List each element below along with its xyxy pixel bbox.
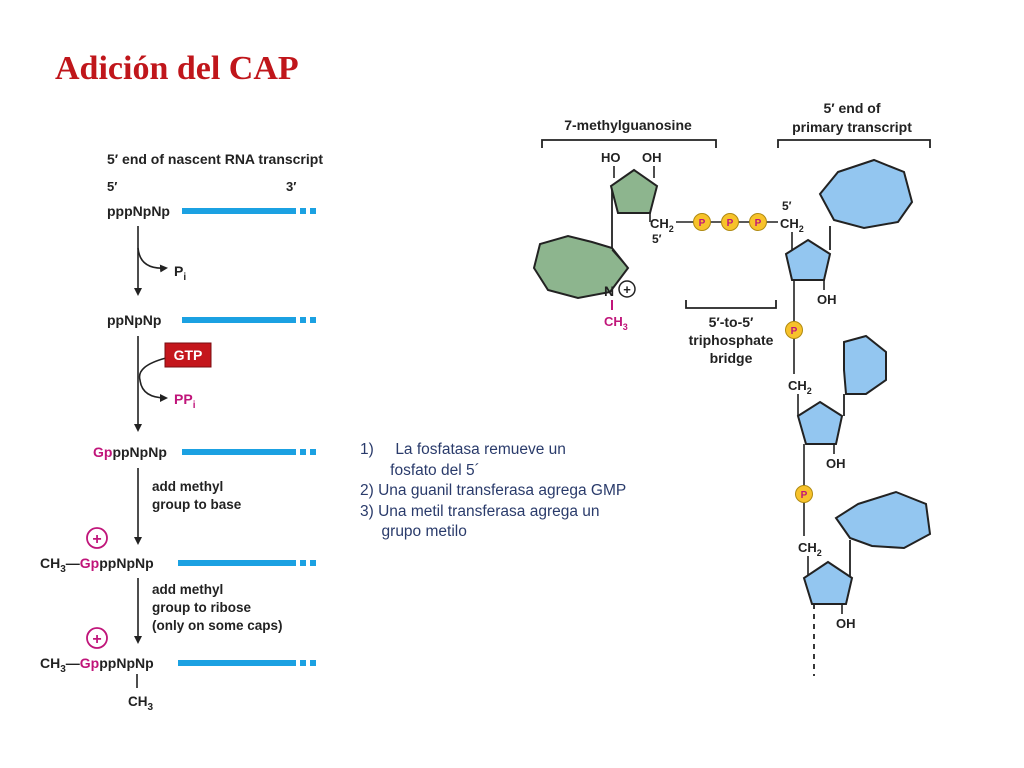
strand-pp: ppNpNp [107, 312, 161, 328]
guanine-base-ring [532, 234, 630, 300]
rna-strand-4 [178, 560, 316, 566]
ch3-methyl: CH3 [604, 314, 628, 332]
nucleotide-3-base-ring [834, 490, 932, 550]
arrow-add-gmp [134, 336, 168, 432]
svg-text:triphosphate: triphosphate [689, 332, 774, 348]
ch2-right: CH2 [780, 216, 804, 234]
rna-strand-5 [178, 660, 316, 666]
label-3prime: 3′ [286, 179, 296, 194]
pi-label: Pi [174, 263, 186, 283]
nucleotide-1-base-ring [818, 158, 914, 230]
nucleotide-1-ribose-ring [784, 238, 832, 281]
right-cap-structure: 7-methylguanosine 5′ end of primary tran… [532, 100, 932, 676]
bracket-triphosphate-bridge: 5′-to-5′ triphosphate bridge [685, 300, 777, 366]
oh-3: OH [836, 616, 856, 631]
n-label: N [604, 283, 614, 299]
step-methyl-ribose-3: (only on some caps) [152, 618, 283, 633]
svg-text:5′-to-5′: 5′-to-5′ [709, 314, 754, 330]
strand-gpp: GpppNpNp [93, 444, 167, 460]
oh-1: OH [817, 292, 837, 307]
gtp-label: GTP [174, 347, 203, 363]
oh-top-label: OH [642, 150, 662, 165]
svg-text:primary transcript: primary transcript [792, 119, 912, 135]
rna-strand-1 [182, 208, 316, 214]
svg-text:5′ end of: 5′ end of [823, 100, 880, 116]
svg-text:7-methylguanosine: 7-methylguanosine [564, 117, 692, 133]
positive-charge-1: + [86, 527, 108, 549]
rna-strand-3 [182, 449, 316, 455]
rna-strand-2 [182, 317, 316, 323]
step-methyl-ribose-1: add methyl [152, 582, 223, 597]
step-methyl-ribose-2: group to ribose [152, 600, 251, 615]
five-prime-right: 5′ [782, 199, 792, 213]
ch2-3: CH2 [798, 540, 822, 558]
step-1-cont: fosfato del 5´ [360, 461, 480, 479]
step-3: 3) Una metil transferasa agrega un [360, 502, 600, 520]
phosphate-backbone-1: P [785, 321, 803, 339]
svg-text:P: P [727, 218, 734, 229]
oh-2: OH [826, 456, 846, 471]
guanosine-ribose-ring [609, 168, 659, 214]
bracket-methylguanosine: 7-methylguanosine [541, 117, 717, 148]
svg-text:+: + [623, 282, 631, 297]
ch2-2: CH2 [788, 378, 812, 396]
phosphate-3: P [749, 213, 767, 231]
ho-label: HO [601, 150, 621, 165]
ch2-left: CH2 [650, 216, 674, 234]
bracket-primary-transcript: 5′ end of primary transcript [777, 100, 931, 148]
step-3-cont: grupo metilo [360, 523, 467, 540]
strand-ch3-gpp-2: CH3—GpppNpNp [40, 655, 154, 675]
phosphate-2: P [721, 213, 739, 231]
svg-text:P: P [755, 218, 762, 229]
positive-charge-2: + [86, 627, 108, 649]
gtp-badge: GTP [164, 342, 212, 368]
step-methyl-base-2: group to base [152, 497, 242, 512]
phosphate-backbone-2: P [795, 485, 813, 503]
ppi-label: PPi [174, 391, 196, 411]
strand-ch3-gpp: CH3—GpppNpNp [40, 555, 154, 575]
strand-ppp: pppNpNp [107, 203, 170, 219]
nucleotide-2-base-ring [843, 334, 887, 395]
step-1: 1) La fosfatasa remueve un [360, 441, 566, 458]
svg-text:P: P [699, 218, 706, 229]
steps-list: 1) La fosfatasa remueve un fosfato del 5… [360, 440, 626, 543]
step-methyl-base-1: add methyl [152, 479, 223, 494]
svg-text:+: + [92, 531, 101, 548]
label-5prime: 5′ [107, 179, 117, 194]
nascent-rna-header: 5′ end of nascent RNA transcript [107, 151, 323, 167]
svg-text:bridge: bridge [710, 350, 753, 366]
svg-text:P: P [801, 490, 808, 501]
slide-title: Adición del CAP [55, 50, 299, 87]
n-positive-charge: + [618, 280, 636, 298]
nucleotide-2-ribose-ring [796, 400, 844, 445]
arrow-remove-pi [134, 226, 168, 296]
five-prime-left: 5′ [652, 232, 662, 246]
svg-text:P: P [791, 326, 798, 337]
phosphate-1: P [693, 213, 711, 231]
left-capping-pathway: 5′ end of nascent RNA transcript 5′ 3′ p… [40, 151, 323, 713]
svg-text:+: + [92, 631, 101, 648]
nucleotide-3-ribose-ring [802, 560, 854, 605]
ch3-bottom: CH3 [128, 694, 154, 713]
step-2: 2) Una guanil transferasa agrega GMP [360, 482, 627, 499]
